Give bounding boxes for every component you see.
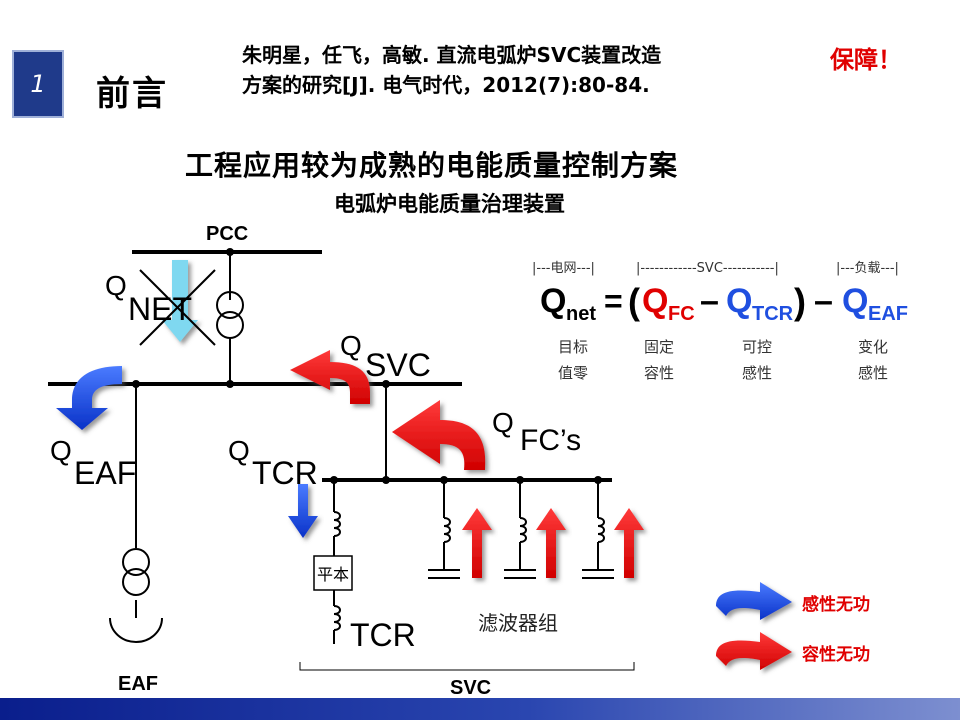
footer-bar (0, 698, 960, 720)
eaf-label: EAF (118, 673, 158, 695)
formula-net-sub: net (566, 303, 596, 325)
eaf-inductive-arrow-icon (56, 366, 122, 430)
reference-line-1: 朱明星，任飞，高敏. 直流电弧炉SVC装置改造 (242, 43, 662, 67)
desc-control-line1: 可控 (742, 338, 772, 356)
desc-control-line2: 感性 (742, 364, 772, 382)
formula-eaf-sub: EAF (868, 303, 908, 325)
formula-bracket-grid: |---电网---| (532, 261, 595, 276)
eaf-transformer-icon (122, 548, 150, 596)
net-cross-line-2 (139, 269, 216, 346)
svc-label: SVC (450, 677, 491, 699)
filter-up-arrow-icon-3 (614, 508, 644, 578)
filter-group-label: 滤波器组 (478, 611, 558, 635)
section-title: 前言 (96, 74, 168, 114)
formula-q-eaf: Q (842, 282, 868, 320)
svc-bus-node-feeder (382, 476, 390, 484)
formula-equation: Q net = ( Q FC – Q TCR ) – Q EAF (540, 281, 908, 325)
net-reactive-arrow-icon (162, 260, 198, 342)
formula-close-paren: ) (794, 281, 806, 322)
q-net-sub: NET (128, 291, 192, 327)
formula-open-paren: ( (628, 281, 640, 322)
formula-tcr-sub: TCR (752, 303, 794, 325)
svc-capacitive-arrow-icon (290, 350, 370, 404)
main-bus-node-pcc (226, 380, 234, 388)
filter-branch-2 (504, 480, 536, 579)
desc-change-line2: 感性 (858, 364, 888, 382)
tcr-label: TCR (350, 617, 416, 653)
desc-change-line1: 变化 (858, 338, 888, 356)
q-fcs-sub: FC’s (520, 424, 581, 457)
desc-fixed-line2: 容性 (644, 364, 674, 382)
q-eaf-q: Q (50, 435, 72, 466)
svc-bracket (299, 662, 635, 671)
q-svc-q: Q (340, 330, 362, 361)
main-title: 工程应用较为成熟的电能质量控制方案 (185, 149, 679, 182)
legend-inductive-label: 感性无功 (802, 594, 870, 615)
eaf-furnace-icon (109, 617, 163, 643)
formula-minus-2: – (814, 282, 833, 320)
tcr-reactor-icon-2 (333, 605, 341, 631)
legend-inductive-arrow-icon (716, 582, 792, 620)
desc-fixed-line1: 固定 (644, 338, 674, 356)
slogan-text: 保障！ (830, 46, 902, 74)
tcr-inductive-arrow-icon (288, 484, 318, 538)
formula-q-fc: Q (642, 282, 668, 320)
section-number-badge: 1 (12, 50, 64, 118)
q-tcr-q: Q (228, 435, 250, 466)
filter-up-arrow-icon-1 (462, 508, 492, 578)
legend-capacitive-arrow-icon (716, 632, 792, 670)
tcr-reactor-icon-1 (333, 511, 341, 537)
q-fcs-q: Q (492, 407, 514, 438)
thyristor-label: 平本 (317, 565, 349, 584)
formula-q-net: Q (540, 282, 566, 320)
thyristor-box (313, 555, 353, 591)
filter-branch-1 (428, 480, 460, 579)
formula-bracket-svc: |------------SVC-----------| (636, 261, 779, 276)
q-svc-sub: SVC (365, 347, 431, 383)
sub-title: 电弧炉电能质量治理装置 (334, 192, 565, 216)
reference-line-2: 方案的研究[J]. 电气时代，2012(7):80-84. (242, 73, 650, 97)
filter-branch-3 (582, 480, 614, 579)
reference-citation: 朱明星，任飞，高敏. 直流电弧炉SVC装置改造 方案的研究[J]. 电气时代，2… (242, 40, 661, 100)
pcc-label: PCC (206, 223, 248, 245)
formula-fc-sub: FC (668, 303, 695, 325)
filter-up-arrow-icon-2 (536, 508, 566, 578)
q-net-q: Q (105, 270, 127, 301)
desc-target-line1: 目标 (558, 338, 588, 356)
desc-target-line2: 值零 (558, 364, 588, 382)
formula-q-tcr: Q (726, 282, 752, 320)
legend-capacitive-label: 容性无功 (802, 644, 870, 665)
q-eaf-sub: EAF (74, 455, 136, 491)
formula-minus-1: – (700, 282, 719, 320)
formula-bracket-load: |---负载---| (836, 261, 899, 276)
formula-equals: = (604, 283, 623, 319)
fc-capacitive-arrow-icon (392, 400, 486, 470)
pcc-node (226, 248, 234, 256)
